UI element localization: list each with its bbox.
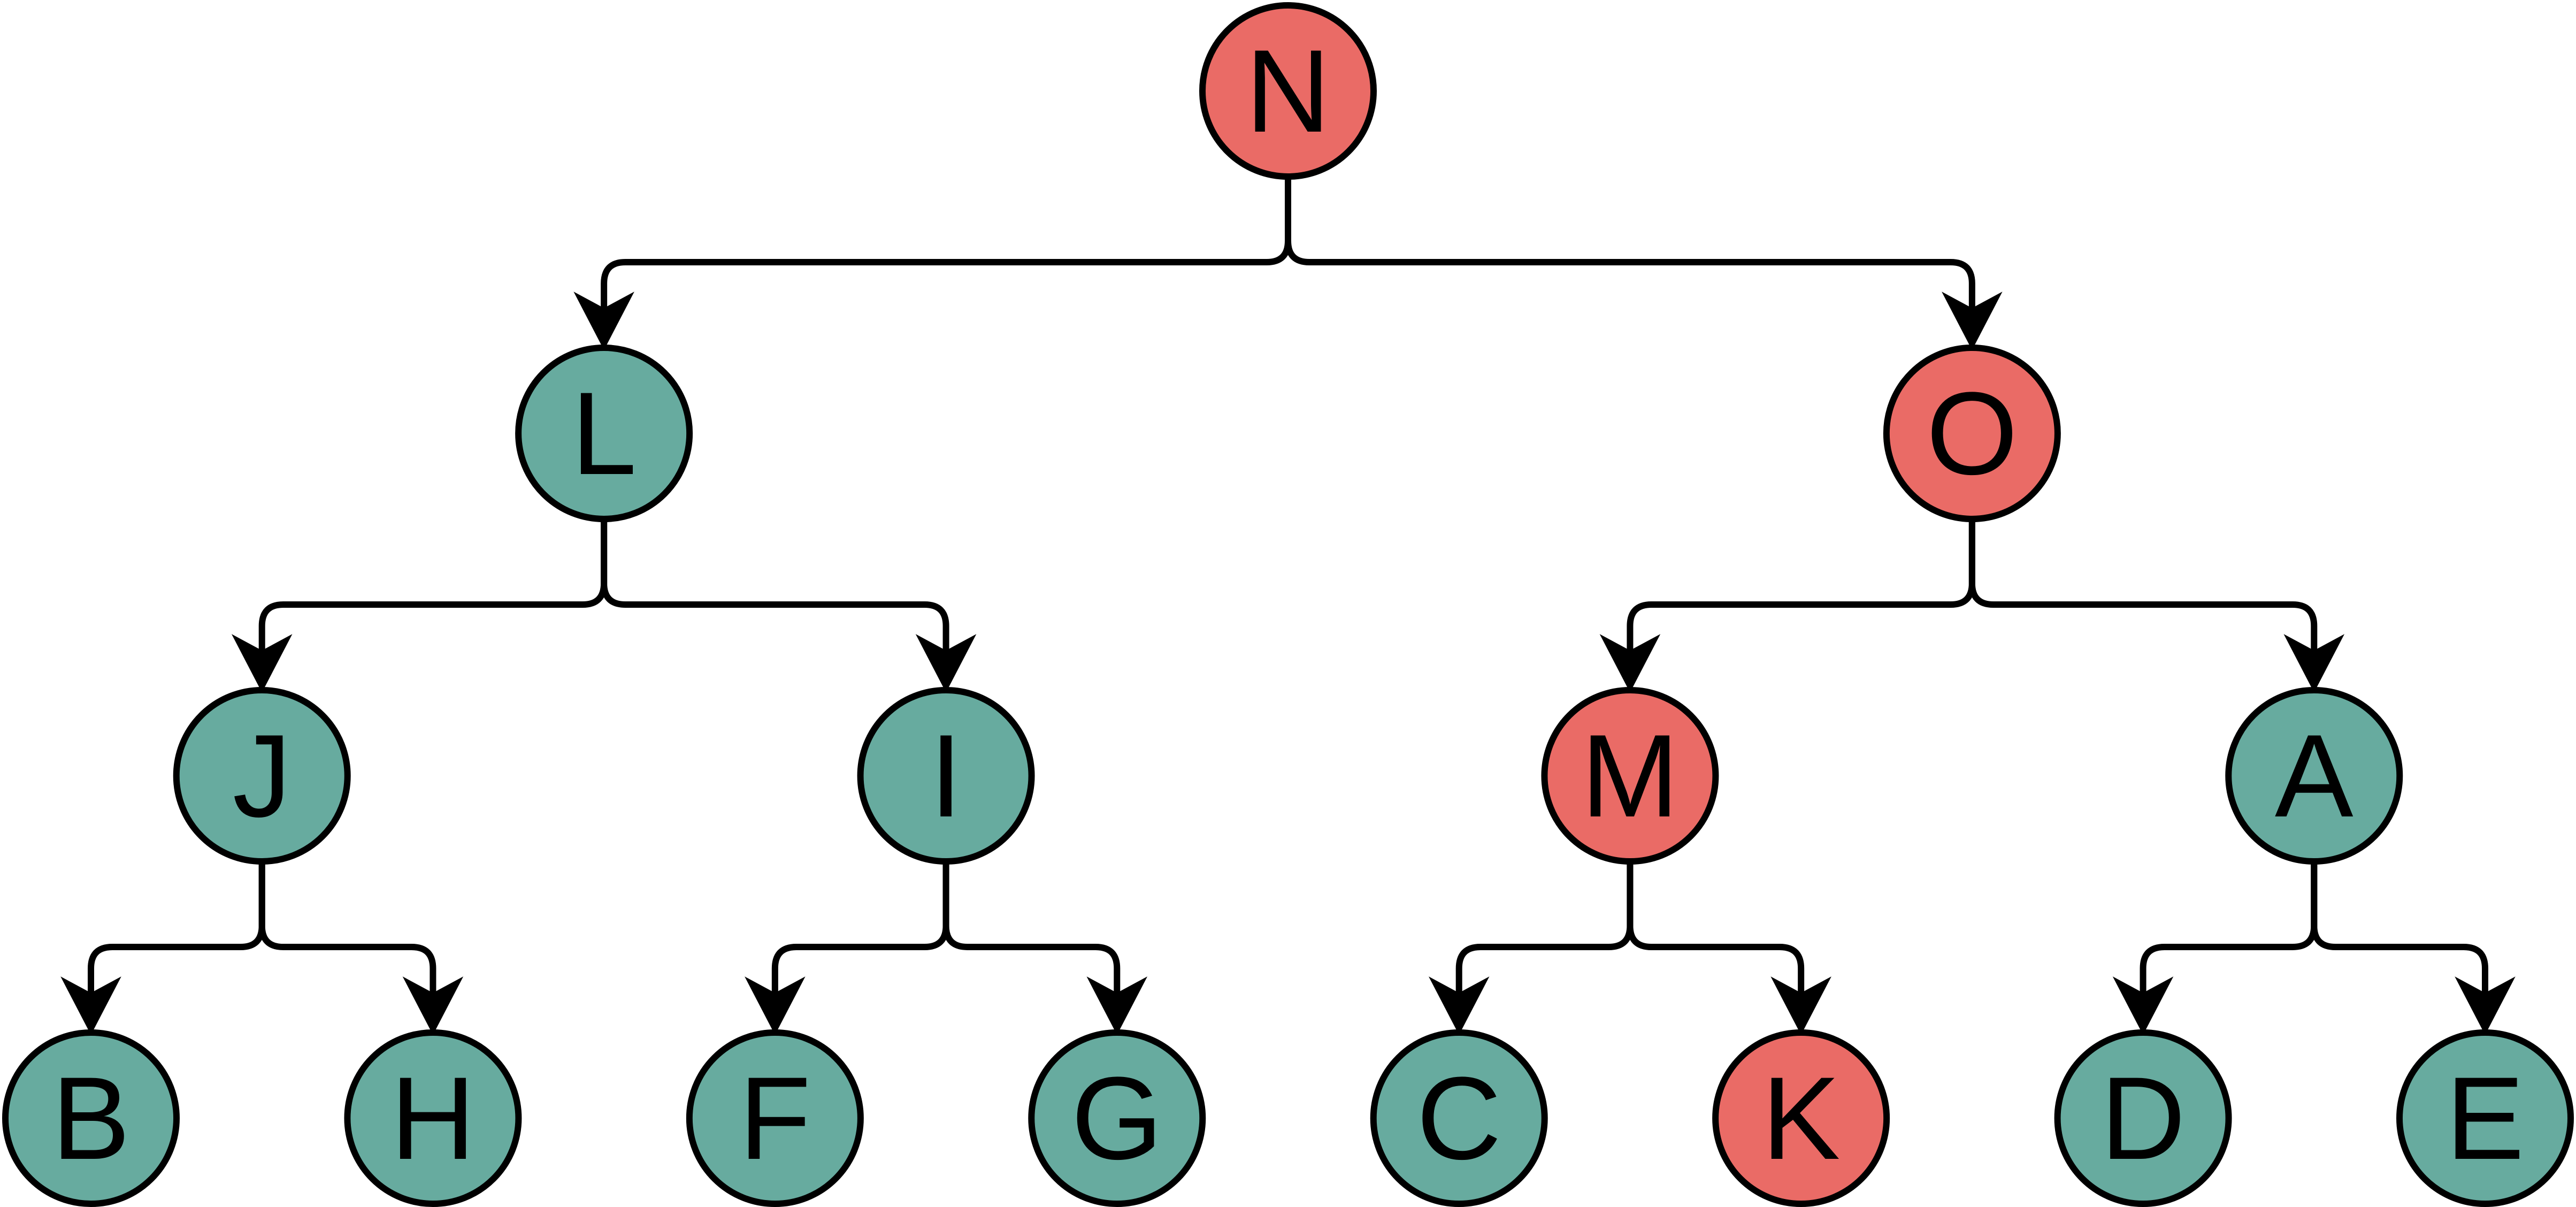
arrowhead-o-a (2283, 634, 2345, 693)
edge-j-h (258, 861, 436, 1000)
arrowhead-l-j (231, 634, 293, 693)
edge-m-k (1627, 861, 1805, 1000)
node-label-d: D (2100, 1052, 2186, 1184)
edge-a-e (2311, 861, 2488, 1000)
edges-layer (60, 177, 2516, 1035)
node-circle-o (1883, 345, 2061, 522)
node-f: F (686, 1029, 864, 1207)
node-circle-f (686, 1029, 864, 1207)
node-label-m: M (1581, 710, 1679, 842)
edge-n-o (1285, 177, 1975, 316)
node-circle-m (1541, 687, 1719, 865)
node-label-c: C (1416, 1052, 1501, 1184)
node-label-b: B (52, 1052, 131, 1184)
node-c: C (1370, 1029, 1548, 1207)
node-circle-n (1199, 2, 1377, 180)
node-circle-h (344, 1029, 522, 1207)
node-circle-c (1370, 1029, 1548, 1207)
node-e: E (2396, 1029, 2574, 1207)
node-label-a: A (2275, 710, 2353, 842)
arrowhead-i-g (1086, 976, 1148, 1035)
arrowhead-i-f (745, 976, 806, 1035)
node-circle-e (2396, 1029, 2574, 1207)
node-g: G (1028, 1029, 1206, 1207)
arrowhead-l-i (915, 634, 977, 693)
arrowhead-m-c (1428, 976, 1490, 1035)
node-a: A (2225, 687, 2403, 865)
node-label-g: G (1071, 1052, 1163, 1184)
edge-i-g (942, 861, 1121, 1000)
edge-o-a (1968, 519, 2318, 658)
node-l: L (515, 345, 693, 522)
edge-l-j (258, 519, 608, 658)
node-circle-i (857, 687, 1035, 865)
node-circle-d (2054, 1029, 2232, 1207)
node-circle-l (515, 345, 693, 522)
arrowhead-n-o (1942, 292, 2003, 350)
node-label-f: F (739, 1052, 811, 1184)
node-label-n: N (1246, 25, 1331, 157)
arrowhead-j-b (60, 976, 121, 1035)
node-label-j: J (233, 710, 292, 842)
edge-o-m (1627, 519, 1975, 658)
node-label-k: K (1762, 1052, 1841, 1184)
node-label-i: I (930, 710, 962, 842)
node-n: N (1199, 2, 1377, 180)
arrowhead-n-l (573, 292, 634, 350)
node-m: M (1541, 687, 1719, 865)
node-j: J (173, 687, 351, 865)
node-label-h: H (390, 1052, 476, 1184)
arrowhead-a-d (2112, 976, 2174, 1035)
node-b: B (2, 1029, 180, 1207)
node-label-o: O (1926, 368, 2018, 499)
arrowhead-a-e (2455, 976, 2516, 1035)
arrowhead-o-m (1599, 634, 1661, 693)
node-circle-b (2, 1029, 180, 1207)
node-circle-j (173, 687, 351, 865)
node-i: I (857, 687, 1035, 865)
node-circle-k (1712, 1029, 1890, 1207)
node-o: O (1883, 345, 2061, 522)
node-h: H (344, 1029, 522, 1207)
edge-n-l (601, 177, 1291, 316)
node-circle-g (1028, 1029, 1206, 1207)
node-k: K (1712, 1029, 1890, 1207)
arrowhead-j-h (402, 976, 464, 1035)
edge-l-i (601, 519, 949, 658)
node-label-e: E (2446, 1052, 2525, 1184)
node-label-l: L (571, 368, 637, 499)
arrowhead-m-k (1770, 976, 1831, 1035)
node-d: D (2054, 1029, 2232, 1207)
node-circle-a (2225, 687, 2403, 865)
